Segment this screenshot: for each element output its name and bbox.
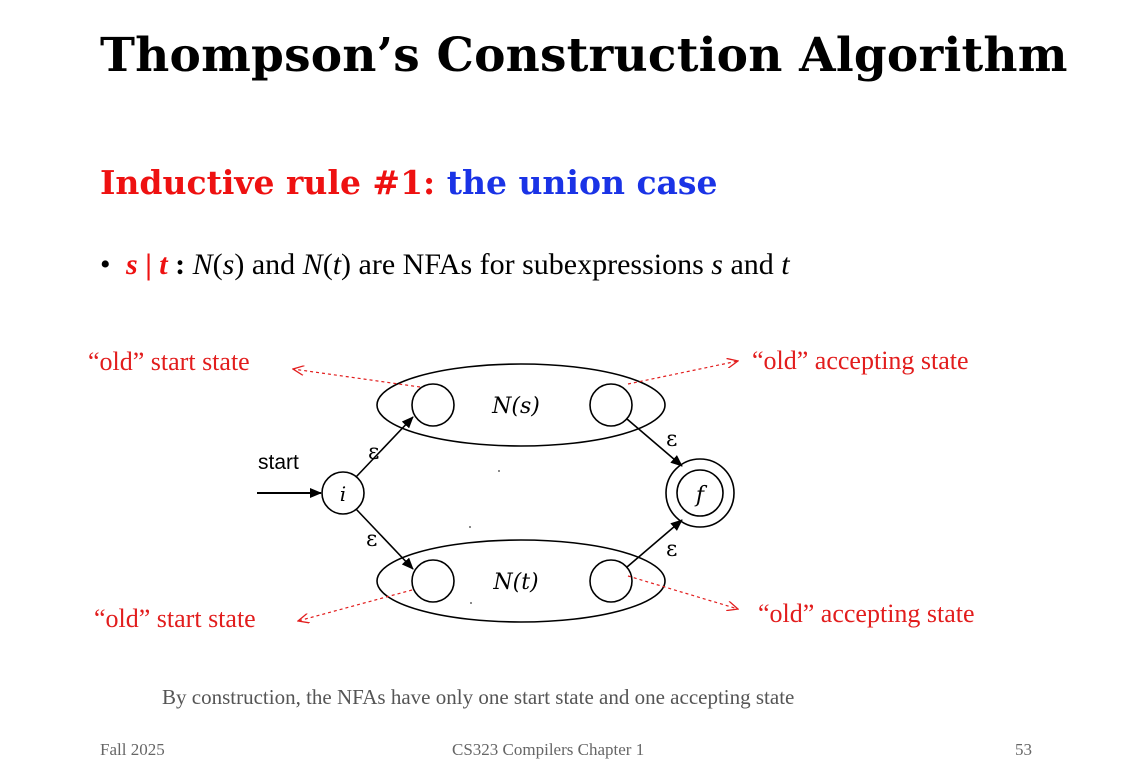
nt-accept-state [589,559,633,603]
ns-start-state [411,383,455,427]
state-f-outer [665,458,735,528]
annotation-bottom-right: “old” accepting state [758,599,975,628]
text-and2: and [722,248,782,281]
state-f-inner [676,469,724,517]
text-p3: ( [322,248,333,281]
annotation-arrow-top-right [627,361,738,385]
text-N2: N [302,248,323,281]
subtitle-union-case: the union case [446,163,718,202]
text-N1: N [192,248,213,281]
text-t3: t [781,248,790,281]
expr-bar: | [137,248,160,281]
slide-subtitle: Inductive rule #1: the union case [100,163,718,202]
construction-note: By construction, the NFAs have only one … [162,685,795,709]
slide-title: Thompson’s Construction Algorithm [100,28,1068,83]
scan-speck [470,602,472,604]
annotation-arrow-top-left [293,369,421,388]
nt-label: N(t) [492,570,538,595]
text-s3: s [711,248,723,281]
expr-t: t [159,248,168,281]
annotation-bottom-left: “old” start state [94,604,256,633]
nt-start-state [411,559,455,603]
state-f-label: f [694,483,708,508]
eps-label-bottom-right: ε [666,537,677,562]
annotation-top-left: “old” start state [88,347,250,376]
text-rest: are NFAs for subexpressions [351,248,712,281]
eps-label-top-left: ε [368,440,379,465]
footer-date: Fall 2025 [100,740,165,759]
eps-label-bottom-left: ε [366,527,377,552]
eps-label-top-right: ε [666,427,677,452]
eps-arrow-i-to-ns [355,416,414,478]
text-p4: ) [341,248,352,281]
state-i [321,471,365,515]
annotation-top-right: “old” accepting state [752,346,969,375]
footer-course: CS323 Compilers Chapter 1 [452,740,645,759]
state-i-label: i [340,482,346,506]
text-p2: ) [234,248,245,281]
eps-arrow-ns-to-f [626,418,683,467]
annotation-arrow-bottom-left [298,589,413,621]
eps-arrow-nt-to-f [626,519,683,568]
ns-ellipse [376,363,666,447]
eps-arrow-i-to-nt [355,508,414,570]
text-and1: and [244,248,303,281]
text-p1: ( [212,248,223,281]
footer-page-number: 53 [1015,740,1032,759]
start-label: start [258,451,299,474]
expr-s: s [126,248,138,281]
expr-colon: : [167,248,193,281]
text-s2: s [222,248,235,281]
annotation-arrow-bottom-right [627,575,738,609]
ns-label: N(s) [491,394,540,419]
nt-ellipse [376,539,666,623]
ns-accept-state [589,383,633,427]
scan-speck [498,470,500,472]
subtitle-rule-number: Inductive rule #1: [100,163,447,202]
bullet-marker: • [100,248,111,281]
scan-speck [469,526,471,528]
text-t2: t [332,248,342,281]
bullet-item: •s | t : N(s) and N(t) are NFAs for sube… [100,248,790,282]
